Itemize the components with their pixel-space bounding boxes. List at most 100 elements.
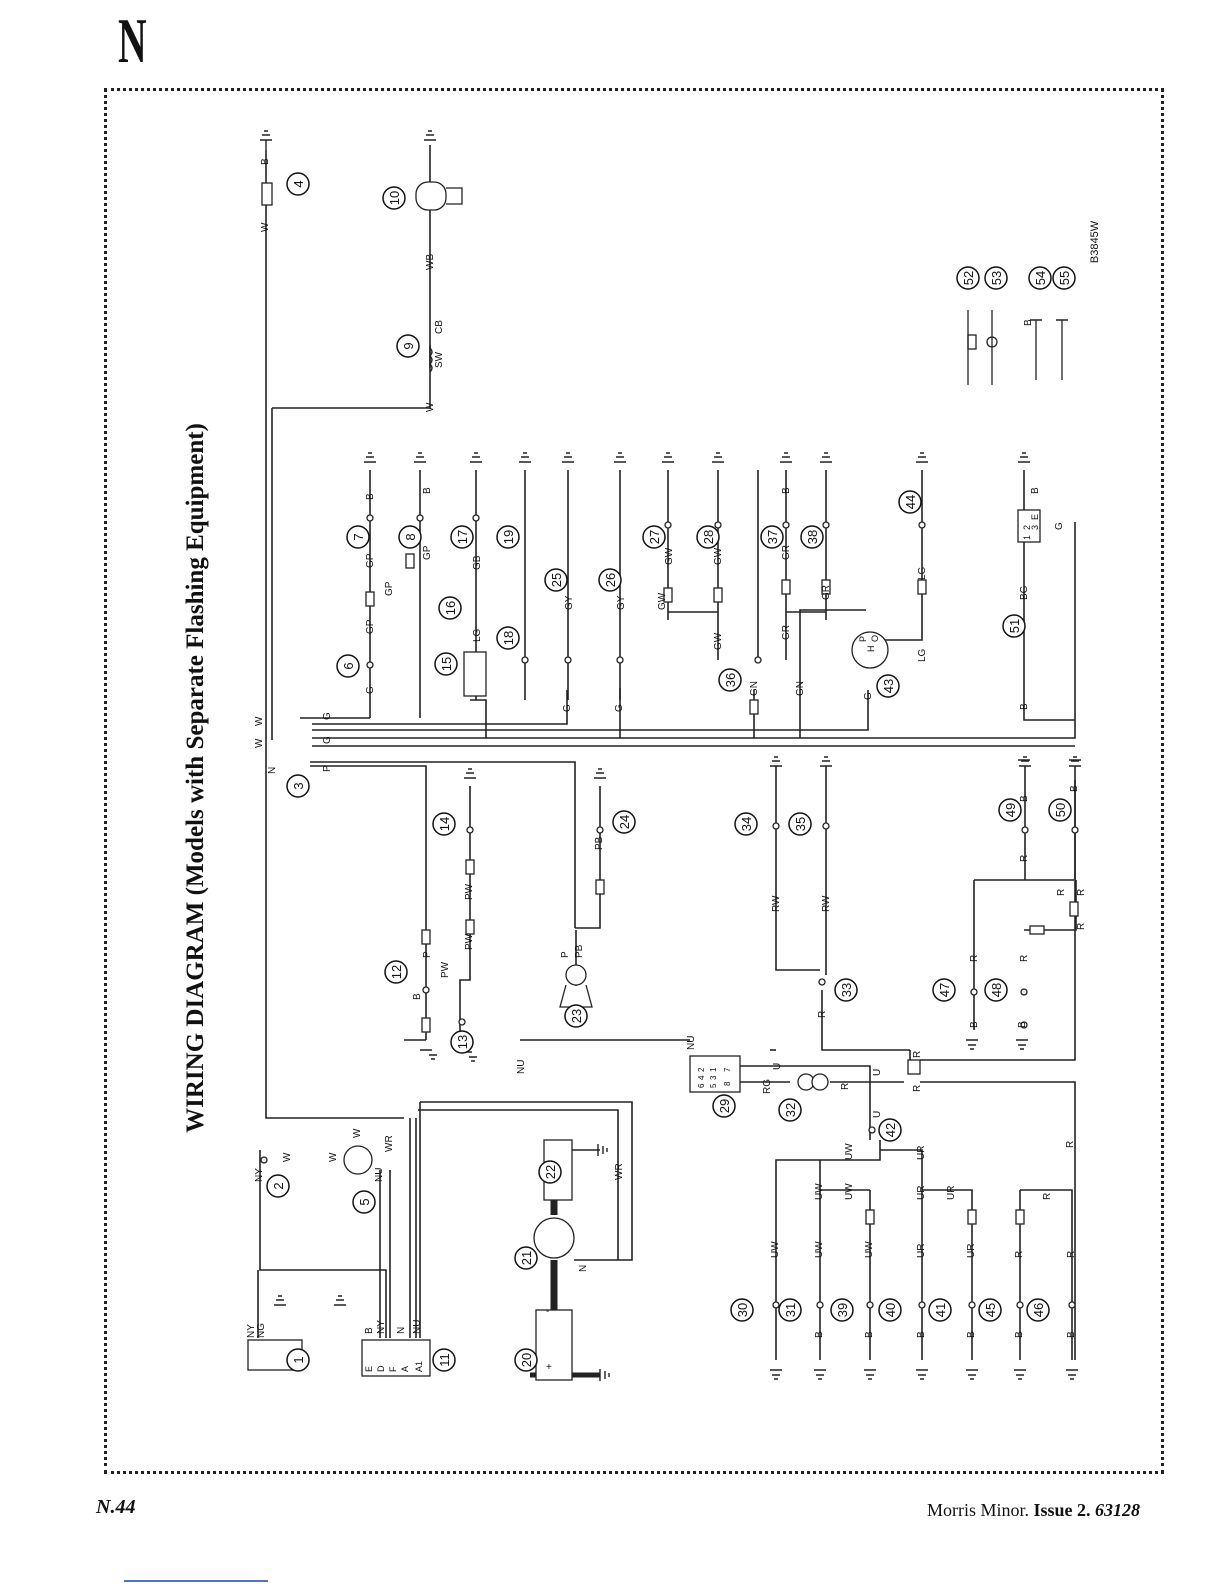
- component-callout-circle: [544, 568, 568, 592]
- diagram-title: WIRING DIAGRAM (Models with Separate Fla…: [182, 423, 209, 1133]
- component-callout-circle: [1048, 798, 1072, 822]
- component-callout-circle: [778, 1098, 802, 1122]
- component-callout-circle: [266, 1174, 290, 1198]
- component-callout-circle: [336, 654, 360, 678]
- wire-label: B: [969, 1021, 980, 1028]
- component-callout-circle: [564, 1004, 588, 1028]
- diagram-frame: [104, 88, 1164, 1474]
- wire-label: PW: [464, 883, 475, 900]
- connector-pin: 5: [709, 1083, 718, 1088]
- wire-label: GP: [384, 581, 395, 596]
- component-number: 27: [647, 530, 662, 544]
- wire-label: WR: [614, 1163, 625, 1180]
- bottom-rule: [124, 1580, 268, 1582]
- component-callout-circle: [496, 525, 520, 549]
- component-number: 22: [543, 1165, 558, 1179]
- terminal-letter: D: [376, 1365, 386, 1372]
- wire-label: B: [412, 993, 423, 1000]
- wire-label: LG: [472, 628, 483, 642]
- component-number: 33: [839, 983, 854, 997]
- component-callout-circle: [434, 652, 458, 676]
- component-callout-circle: [830, 1298, 854, 1322]
- wire-label: G: [322, 712, 333, 720]
- component-number: 23: [569, 1009, 584, 1023]
- component-callout-circle: [834, 978, 858, 1002]
- component-callout-circle: [286, 1348, 310, 1372]
- wire-label: RG: [762, 1079, 773, 1094]
- component-number: 20: [519, 1353, 534, 1367]
- component-callout-circle: [346, 525, 370, 549]
- wire-label: U: [872, 1111, 883, 1118]
- component-callout-circle: [932, 978, 956, 1002]
- wire-label: P: [422, 951, 433, 958]
- component-number: 43: [881, 679, 896, 693]
- component-number: 9: [401, 342, 416, 349]
- wire-label: G: [562, 704, 573, 712]
- wire-label: B: [1019, 703, 1030, 710]
- component-number: 36: [723, 673, 738, 687]
- component-callout-circle: [432, 1348, 456, 1372]
- component-number: 31: [783, 1303, 798, 1317]
- wire-label: R: [1019, 955, 1030, 962]
- connector-29-pins: 1 2 3 4 5 6 7 8: [697, 1067, 732, 1088]
- wire-label: R: [969, 955, 980, 962]
- component-number: 14: [437, 817, 452, 831]
- component-number: 26: [603, 573, 618, 587]
- component-callout-circle: [286, 774, 310, 798]
- wire-label: GY: [564, 595, 575, 610]
- wire-label: GP: [422, 545, 433, 560]
- component-callout-circle: [928, 1298, 952, 1322]
- wire-label: GW: [664, 547, 675, 565]
- component-callout-circle: [876, 674, 900, 698]
- wire-label: W: [254, 738, 265, 748]
- wire-label: B: [260, 158, 271, 165]
- wire-label: UW: [770, 1241, 781, 1258]
- component-callout-circle: [998, 798, 1022, 822]
- wire-label: U: [872, 1069, 883, 1076]
- component-number: 6: [341, 662, 356, 669]
- wire-label: UW: [864, 1241, 875, 1258]
- component-number: 41: [933, 1303, 948, 1317]
- component-number: 1: [291, 1356, 306, 1363]
- component-number: 53: [989, 271, 1004, 285]
- wire-label: P: [560, 951, 571, 958]
- component-callout-circle: [352, 1190, 376, 1214]
- component-callout-circle: [718, 668, 742, 692]
- wire-label: BG: [1019, 585, 1030, 600]
- component-callout-circle: [696, 525, 720, 549]
- wire-label: PB: [574, 944, 585, 958]
- wire-label: NY: [376, 1320, 387, 1334]
- wire-label: B: [864, 1331, 875, 1338]
- terminal-letter: A1: [414, 1361, 424, 1372]
- component-callout-circle: [730, 1298, 754, 1322]
- component-callout-circle: [496, 626, 520, 650]
- wire-label: UW: [814, 1241, 825, 1258]
- wire-label: GW: [657, 592, 668, 610]
- component-callout-circle: [538, 1160, 562, 1184]
- page-number: N.44: [96, 1496, 136, 1518]
- component-callout-circle: [1028, 266, 1052, 290]
- component-number: 11: [437, 1353, 452, 1367]
- wire-label: PW: [440, 961, 451, 978]
- wire-label: PW: [464, 933, 475, 950]
- component-number: 2: [271, 1182, 286, 1189]
- component-callout-circle: [438, 596, 462, 620]
- wire-label: W: [352, 1128, 363, 1138]
- component-callout-circle: [1052, 266, 1076, 290]
- wire-label: GR: [781, 545, 792, 560]
- component-callout-circle: [712, 1094, 736, 1118]
- wire-label: GW: [713, 632, 724, 650]
- component-number: 32: [783, 1103, 798, 1117]
- component-callout-circle: [612, 810, 636, 834]
- switch-letter: E: [1030, 514, 1040, 520]
- wire-label: G: [614, 704, 625, 712]
- component-number: 16: [443, 601, 458, 615]
- wire-label: G: [322, 736, 333, 744]
- connector-pin: 4: [697, 1075, 706, 1080]
- component-callout-circle: [514, 1246, 538, 1270]
- component-callout-circle: [734, 812, 758, 836]
- wire-label: N: [396, 1327, 407, 1334]
- component-number: 18: [501, 631, 516, 645]
- wire-label: SW: [434, 351, 445, 368]
